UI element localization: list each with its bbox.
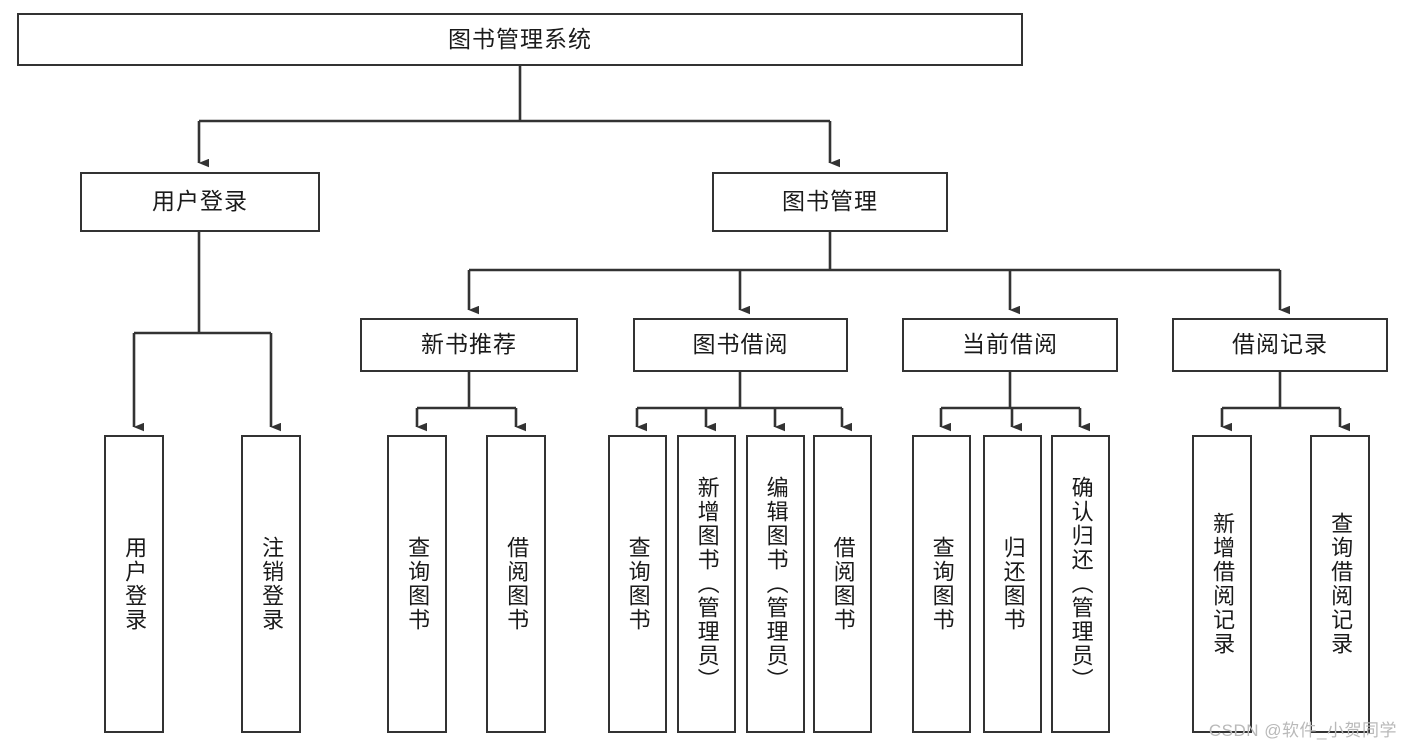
watermark-text: CSDN @软件_小贺同学 bbox=[1208, 721, 1397, 740]
node-leaf-edit-book-admin[interactable]: 编辑图书（管理员） bbox=[746, 435, 805, 733]
node-root-label: 图书管理系统 bbox=[448, 25, 592, 52]
node-book-management-label: 图书管理 bbox=[782, 188, 878, 215]
node-leaf-borrow-book[interactable]: 借阅图书 bbox=[813, 435, 872, 733]
node-leaf-query-book-current-label: 查询图书 bbox=[929, 536, 955, 632]
node-leaf-add-borrow-record[interactable]: 新增借阅记录 bbox=[1192, 435, 1252, 733]
node-leaf-query-book-borrow-label: 查询图书 bbox=[625, 536, 651, 632]
node-leaf-borrow-book-recommend[interactable]: 借阅图书 bbox=[486, 435, 546, 733]
node-leaf-user-login[interactable]: 用户登录 bbox=[104, 435, 164, 733]
node-leaf-logout[interactable]: 注销登录 bbox=[241, 435, 301, 733]
node-leaf-logout-label: 注销登录 bbox=[259, 536, 285, 632]
node-leaf-query-borrow-record[interactable]: 查询借阅记录 bbox=[1310, 435, 1370, 733]
node-leaf-return-book[interactable]: 归还图书 bbox=[983, 435, 1042, 733]
node-leaf-return-book-label: 归还图书 bbox=[1000, 536, 1026, 632]
node-leaf-borrow-book-label: 借阅图书 bbox=[830, 536, 856, 632]
node-root[interactable]: 图书管理系统 bbox=[17, 13, 1023, 66]
node-leaf-add-book-admin-label: 新增图书（管理员） bbox=[694, 476, 720, 692]
node-new-book-recommend[interactable]: 新书推荐 bbox=[360, 318, 578, 372]
node-leaf-confirm-return-admin[interactable]: 确认归还（管理员） bbox=[1051, 435, 1110, 733]
node-book-borrow-label: 图书借阅 bbox=[692, 331, 789, 358]
node-leaf-user-login-label: 用户登录 bbox=[122, 536, 148, 632]
node-leaf-query-borrow-record-label: 查询借阅记录 bbox=[1328, 512, 1354, 656]
node-book-borrow[interactable]: 图书借阅 bbox=[633, 318, 848, 372]
node-leaf-query-book-current[interactable]: 查询图书 bbox=[912, 435, 971, 733]
node-current-borrow[interactable]: 当前借阅 bbox=[902, 318, 1118, 372]
node-leaf-query-book-borrow[interactable]: 查询图书 bbox=[608, 435, 667, 733]
node-borrow-record[interactable]: 借阅记录 bbox=[1172, 318, 1388, 372]
node-leaf-borrow-book-recommend-label: 借阅图书 bbox=[504, 536, 530, 632]
node-leaf-add-borrow-record-label: 新增借阅记录 bbox=[1210, 512, 1236, 656]
node-user-login[interactable]: 用户登录 bbox=[80, 172, 320, 232]
node-borrow-record-label: 借阅记录 bbox=[1232, 331, 1328, 358]
node-leaf-confirm-return-admin-label: 确认归还（管理员） bbox=[1068, 476, 1094, 692]
node-leaf-query-book-recommend-label: 查询图书 bbox=[405, 536, 431, 632]
node-leaf-add-book-admin[interactable]: 新增图书（管理员） bbox=[677, 435, 736, 733]
node-current-borrow-label: 当前借阅 bbox=[962, 331, 1058, 358]
node-leaf-edit-book-admin-label: 编辑图书（管理员） bbox=[763, 476, 789, 692]
node-leaf-query-book-recommend[interactable]: 查询图书 bbox=[387, 435, 447, 733]
node-user-login-label: 用户登录 bbox=[152, 188, 248, 215]
node-new-book-recommend-label: 新书推荐 bbox=[421, 331, 517, 358]
node-book-management[interactable]: 图书管理 bbox=[712, 172, 948, 232]
